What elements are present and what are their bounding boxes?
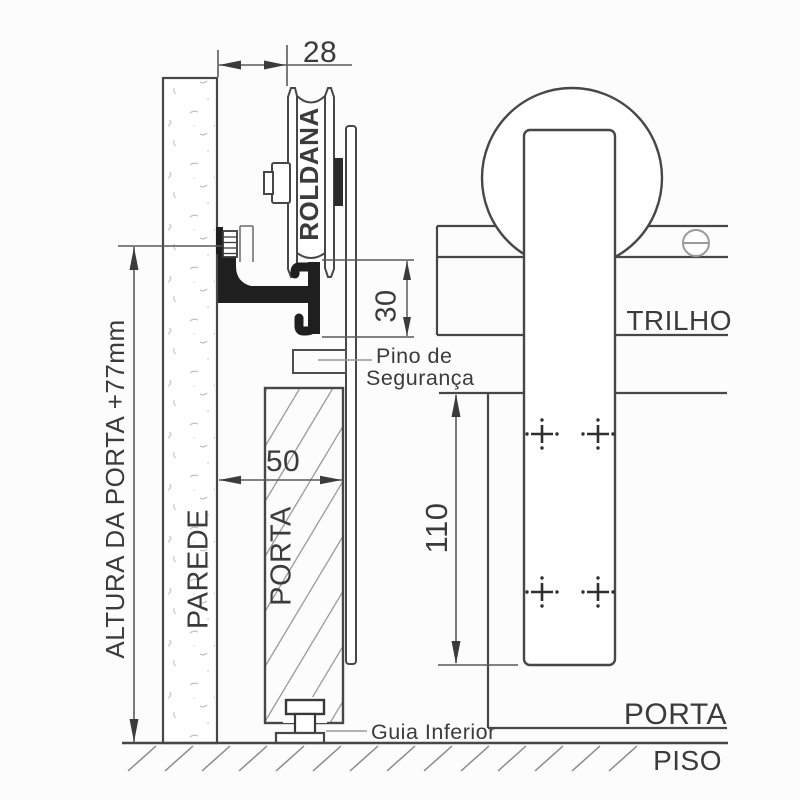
axle-bolt-head [263,171,274,195]
wall-texture [165,80,215,741]
door-front-label: PORTA [624,698,727,731]
arrowhead [264,60,286,70]
bracket-top-hook [290,262,313,279]
drill-mark [581,418,615,450]
guide-stem [293,712,317,735]
hanger-strap-front [522,128,617,667]
arrowhead [403,261,411,280]
side-section-view: ROLDANA Pino de Segurança [100,36,496,745]
track-bracket [216,225,320,336]
drill-mark [525,576,559,608]
front-view: 110 TRILHO PORTA [419,86,732,731]
dim-30-value: 30 [371,289,403,322]
arrowhead [403,317,411,336]
arrowhead [129,719,139,742]
axle-spacer [334,158,343,206]
bracket-web [218,253,308,303]
floor: PISO [122,741,728,776]
bracket-wall-bar [216,227,223,254]
roller-label: ROLDANA [294,107,324,241]
arrowhead [451,641,461,664]
door-hatch [266,389,342,722]
dim-28-value: 28 [303,36,337,69]
floor-hatch [127,745,638,772]
arrowhead [219,475,241,485]
guide-cap [284,698,326,716]
roller-right-flange [324,87,335,278]
door-height-label: ALTURA DA PORTA +77mm [100,319,130,658]
roller-spool [296,93,326,259]
drill-mark [581,576,615,608]
hanger-strap-side [345,125,357,665]
wall-label: PAREDE [183,509,215,629]
guide-base-plate [274,731,326,745]
door-side-label: PORTA [266,506,298,606]
dim-110-value: 110 [419,503,454,554]
bottom-guide [274,697,327,745]
rail-label: TRILHO [626,305,732,336]
drill-mark [525,418,559,450]
safety-pin [292,349,347,374]
dimension-door-height [118,245,222,742]
floor-label: PISO [653,745,722,776]
arrowhead [320,475,342,485]
axle-washer [271,162,291,204]
bracket-bottom-hook [294,295,319,336]
safety-pin-label-2: Segurança [366,366,475,390]
arrowhead [451,394,461,417]
dim-50-value: 50 [266,445,300,478]
arrowhead [129,247,139,270]
safety-pin-label-1: Pino de [376,344,452,368]
arrowhead [219,60,241,70]
bottom-guide-label: Guia Inferior [371,720,496,744]
